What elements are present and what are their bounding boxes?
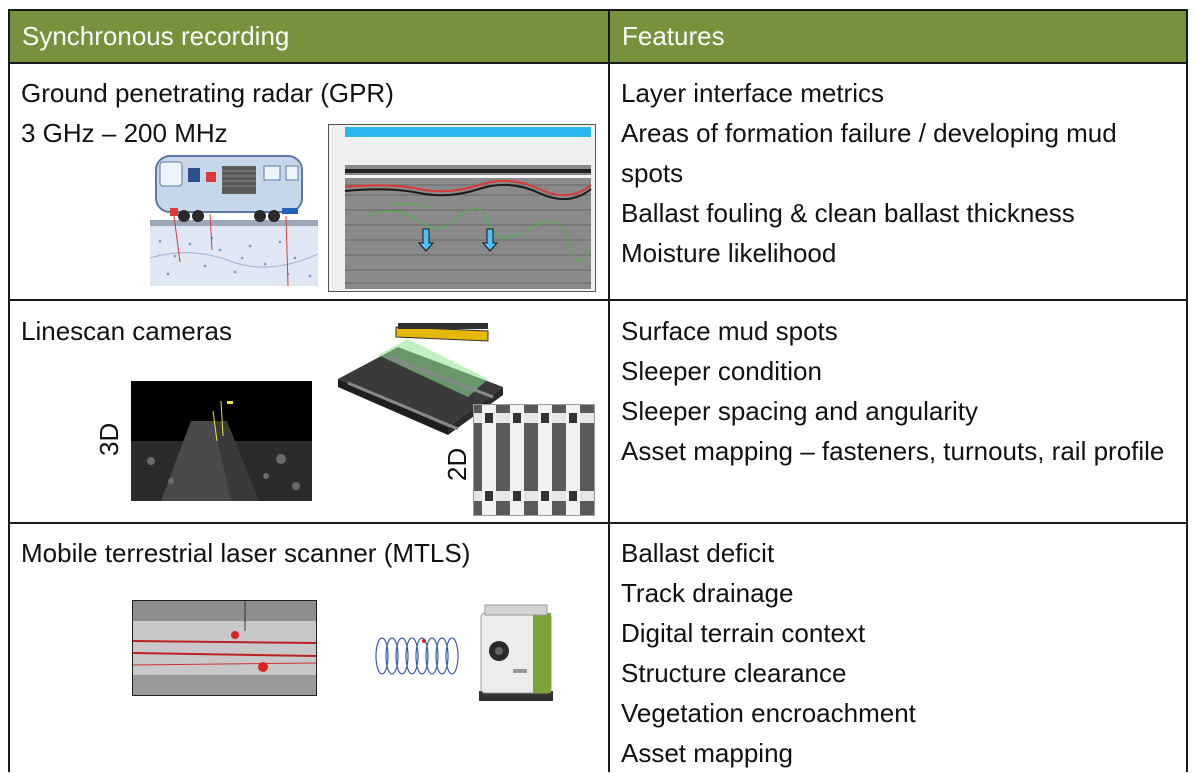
header-features: Features (622, 21, 725, 51)
mtls-pointcloud-image (132, 600, 317, 696)
list-item: Structure clearance (621, 658, 847, 688)
label-3d: 3D (94, 422, 124, 456)
table-header: Synchronous recording Features (10, 11, 1186, 62)
list-item: Areas of formation failure / developing … (621, 118, 1117, 188)
list-item: Digital terrain context (621, 618, 866, 648)
list-item: Moisture likelihood (621, 238, 837, 268)
list-item: Asset mapping – fasteners, turnouts, rai… (621, 436, 1165, 466)
column-divider (608, 11, 610, 772)
row-subtitle-gpr: 3 GHz – 200 MHz (21, 118, 228, 148)
row-divider (10, 522, 1186, 524)
mtls-scanner-device-image (473, 599, 558, 704)
gpr-train-image (150, 146, 318, 286)
gpr-radargram-image (328, 124, 596, 292)
linescan-2d-image (473, 404, 595, 516)
gpr-features-list: Layer interface metrics Areas of formati… (621, 73, 1181, 273)
linescan-3d-image (131, 381, 312, 501)
list-item: Asset mapping (621, 738, 793, 768)
row-title-linescan: Linescan cameras (21, 316, 232, 346)
row-divider (10, 299, 1186, 301)
list-item: Layer interface metrics (621, 78, 884, 108)
label-2d: 2D (442, 447, 472, 481)
row-title-mtls: Mobile terrestrial laser scanner (MTLS) (21, 538, 471, 568)
comparison-table: Synchronous recording Features Ground pe… (8, 9, 1188, 772)
list-item: Ballast deficit (621, 538, 775, 568)
list-item: Vegetation encroachment (621, 698, 916, 728)
mtls-features-list: Ballast deficit Track drainage Digital t… (621, 533, 916, 773)
row-title-gpr: Ground penetrating radar (GPR) (21, 78, 394, 108)
list-item: Track drainage (621, 578, 794, 608)
list-item: Sleeper spacing and angularity (621, 396, 979, 426)
list-item: Surface mud spots (621, 316, 838, 346)
linescan-device-image (338, 317, 503, 435)
header-synchronous-recording: Synchronous recording (22, 21, 290, 51)
linescan-features-list: Surface mud spots Sleeper condition Slee… (621, 311, 1181, 471)
row-divider (10, 62, 1186, 64)
list-item: Sleeper condition (621, 356, 822, 386)
list-item: Ballast fouling & clean ballast thicknes… (621, 198, 1075, 228)
mtls-scan-pattern-icon (372, 633, 472, 679)
